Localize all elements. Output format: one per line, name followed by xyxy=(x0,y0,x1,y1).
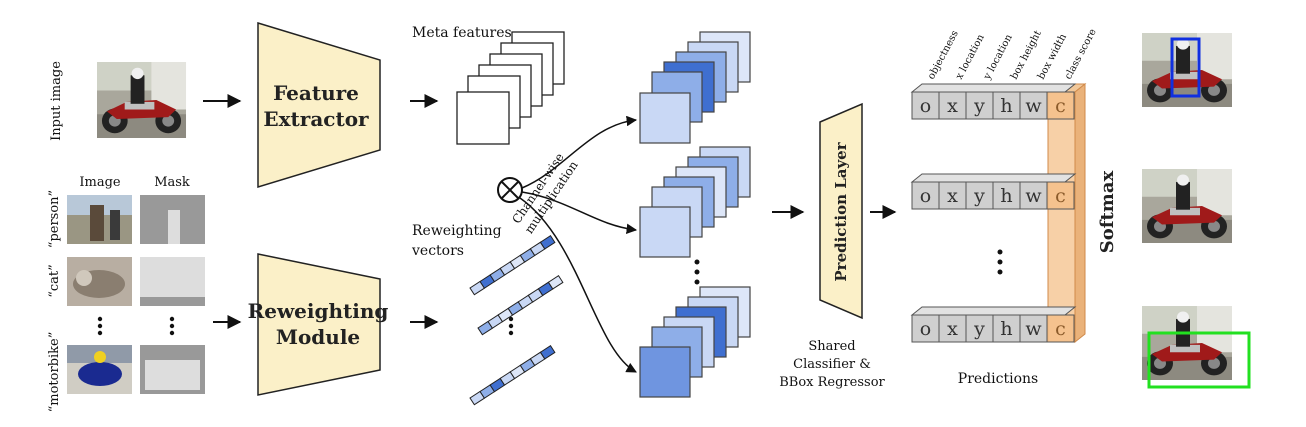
multiply-curves xyxy=(519,115,638,373)
meta-features-stack xyxy=(456,31,565,145)
support-mask-person xyxy=(140,195,205,244)
svg-text:o: o xyxy=(920,318,931,340)
svg-text:y: y xyxy=(973,95,985,117)
reweighting-vectors-label: Reweighting vectors xyxy=(411,223,502,259)
svg-text:h: h xyxy=(1000,185,1012,207)
support-mask-motorbike xyxy=(140,345,205,394)
svg-text:x: x xyxy=(947,95,958,117)
input-image xyxy=(97,62,187,138)
softmax-label: Softmax xyxy=(1097,170,1118,253)
svg-text:w: w xyxy=(1025,185,1042,207)
output-image-1 xyxy=(1142,33,1232,107)
support-mask-cat xyxy=(140,257,205,306)
svg-text:Reweighting: Reweighting xyxy=(248,299,389,323)
svg-text:vectors: vectors xyxy=(411,243,464,259)
svg-text:o: o xyxy=(920,185,931,207)
svg-text:y: y xyxy=(973,185,985,207)
feature-extractor: Feature Extractor xyxy=(257,21,381,189)
support-image-person xyxy=(67,195,132,244)
predictions-label: Predictions xyxy=(958,371,1038,387)
svg-text:c: c xyxy=(1055,95,1066,117)
stacks-ellipsis xyxy=(694,259,700,285)
svg-text:w: w xyxy=(1025,95,1042,117)
svg-text:h: h xyxy=(1000,95,1012,117)
class-label-motorbike: “motorbike” xyxy=(47,332,62,413)
prediction-layer: Prediction Layer xyxy=(819,102,863,320)
output-image-3 xyxy=(1142,306,1251,389)
vectors-ellipsis xyxy=(508,316,514,336)
svg-text:Reweighting: Reweighting xyxy=(412,223,502,239)
svg-text:y: y xyxy=(973,318,985,340)
reweighting-vector-1 xyxy=(469,235,556,296)
svg-text:x: x xyxy=(947,185,958,207)
svg-text:class score: class score xyxy=(1063,27,1099,81)
reweighted-features-stack-3 xyxy=(639,286,751,398)
svg-text:Prediction Layer: Prediction Layer xyxy=(832,141,850,281)
svg-text:h: h xyxy=(1000,318,1012,340)
shared-label: Shared Classifier & BBox Regressor xyxy=(779,339,885,390)
svg-text:Extractor: Extractor xyxy=(263,107,369,131)
support-image-cat xyxy=(67,257,132,306)
support-image-motorbike xyxy=(67,345,132,394)
svg-text:BBox Regressor: BBox Regressor xyxy=(779,375,885,390)
output-image-2 xyxy=(1142,169,1232,243)
reweighting-vector-3 xyxy=(469,345,556,406)
class-label-person: “person” xyxy=(47,190,62,248)
predictions-ellipsis xyxy=(997,249,1003,275)
reweighting-module: Reweighting Module xyxy=(248,253,389,396)
support-ellipsis xyxy=(97,316,175,336)
meta-features-label: Meta features xyxy=(412,25,512,41)
svg-text:Feature: Feature xyxy=(273,81,359,105)
svg-text:Module: Module xyxy=(276,325,360,349)
svg-text:Classifier &: Classifier & xyxy=(793,357,871,372)
svg-text:Shared: Shared xyxy=(808,339,855,354)
reweighted-features-stack-1 xyxy=(639,31,751,144)
class-label-cat: “cat” xyxy=(47,264,62,298)
reweighted-features-stack-2 xyxy=(639,146,751,258)
input-image-label: Input image xyxy=(49,61,64,141)
svg-text:c: c xyxy=(1055,318,1066,340)
reweighting-vector-2 xyxy=(477,275,564,336)
svg-text:o: o xyxy=(920,95,931,117)
svg-text:x: x xyxy=(947,318,958,340)
class-score-column xyxy=(1046,82,1087,344)
mask-header: Mask xyxy=(154,175,190,190)
svg-text:w: w xyxy=(1025,318,1042,340)
prediction-column-labels: objectness x location y location box hei… xyxy=(926,27,1099,82)
svg-text:c: c xyxy=(1055,185,1066,207)
multiply-icon xyxy=(497,177,523,203)
image-header: Image xyxy=(79,175,121,190)
